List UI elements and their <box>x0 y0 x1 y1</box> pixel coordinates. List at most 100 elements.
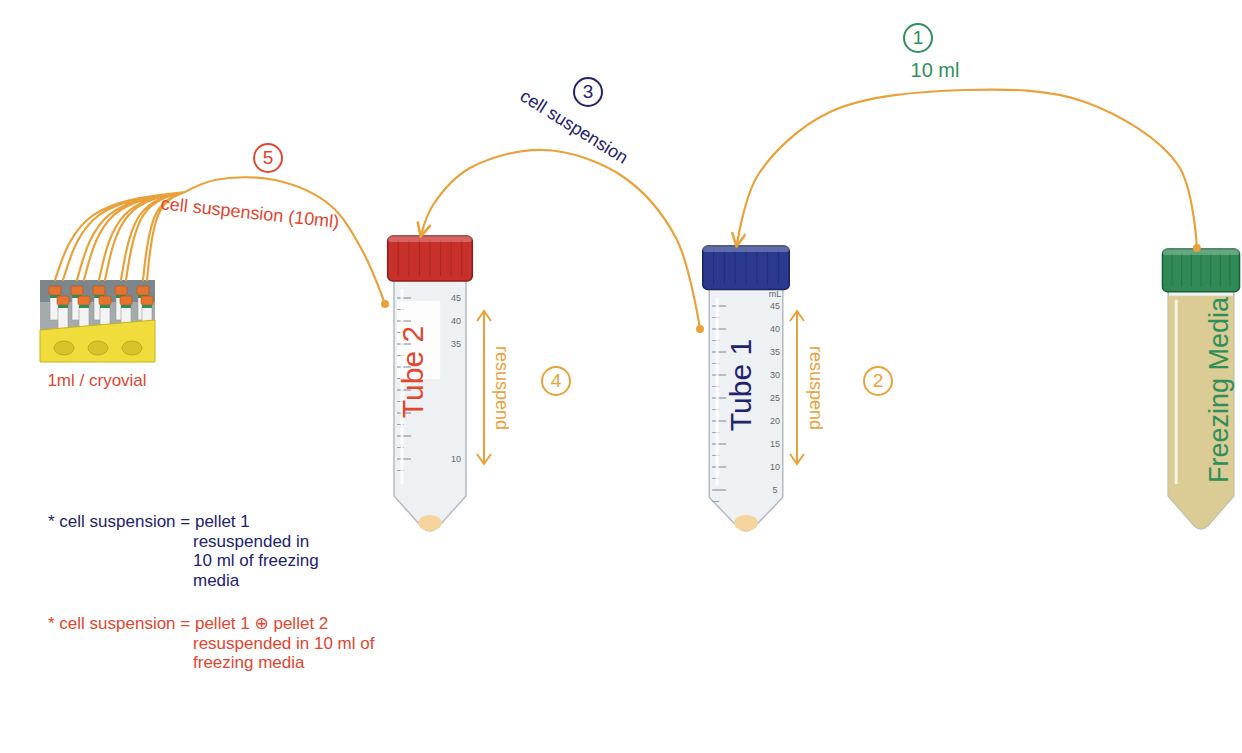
vial-cap <box>93 286 105 295</box>
graduation-number: 30 <box>770 370 780 380</box>
cap-ridge <box>724 250 725 285</box>
rack-body <box>40 320 155 362</box>
transfer-label: cell suspension <box>516 86 631 169</box>
tube-label: Freezing Media <box>1205 297 1235 483</box>
cap-ridge <box>440 240 441 276</box>
tube-cap <box>1162 249 1239 292</box>
graduation-number: 45 <box>770 301 780 311</box>
vial-body <box>58 306 68 330</box>
photo-background <box>40 280 155 362</box>
arrow-head <box>477 454 491 464</box>
graduation-tick <box>712 467 726 468</box>
double-arrow <box>796 312 798 463</box>
volume-label: 10 ml <box>911 59 960 82</box>
callout-number: 1 <box>903 23 933 53</box>
cap-rim <box>703 246 789 252</box>
cap-ridge <box>1181 253 1182 287</box>
vial-cap <box>137 286 149 295</box>
graduation-number: 40 <box>451 316 461 326</box>
graduation-tick <box>397 436 411 437</box>
callout-number: 3 <box>573 77 603 107</box>
graduation-tick <box>712 329 726 330</box>
tube-label: Tube 1 <box>724 339 757 431</box>
cap-ridge <box>1229 253 1230 287</box>
cap-rim <box>1162 249 1239 255</box>
graduation-number: 20 <box>770 416 780 426</box>
vial-cap <box>57 296 69 305</box>
vial-cap <box>78 296 90 305</box>
centrifuge-tube: Tube 2 <box>385 235 475 535</box>
vial-cap <box>99 296 111 305</box>
cap-ridge <box>735 250 736 285</box>
vial-cap <box>115 286 127 295</box>
graduation-number: 35 <box>451 339 461 349</box>
rack-caption: 1ml / cryovial <box>47 372 146 391</box>
cell-pellet <box>418 515 441 531</box>
cap-ridge <box>778 250 779 285</box>
double-arrow <box>483 312 485 463</box>
footnote: * cell suspension = pellet 1 resuspended… <box>48 512 328 590</box>
tube-cap <box>703 246 789 290</box>
rack-hole <box>122 341 142 355</box>
callout-number: 5 <box>253 143 283 173</box>
graduation-tick <box>397 459 411 460</box>
vial-cap <box>141 296 153 305</box>
rack-hole <box>88 341 108 355</box>
vial-band <box>142 305 152 308</box>
transfer-arrow <box>421 150 700 329</box>
cap-ridge <box>746 250 747 285</box>
arrow-head <box>477 311 491 321</box>
footnote: * cell suspension = pellet 1 ⊕ pellet 2 … <box>48 614 383 673</box>
tube-cap <box>388 236 473 281</box>
tube-label: Tube 2 <box>396 326 429 418</box>
tube-shine <box>716 298 719 486</box>
graduation-tick <box>397 321 411 322</box>
callout-number: 4 <box>541 366 571 396</box>
graduation-tick <box>712 490 726 491</box>
graduation-tick <box>712 444 726 445</box>
cap-ridge <box>756 250 757 285</box>
cap-ridge <box>398 240 399 276</box>
graduation-number: 5 <box>772 485 777 495</box>
graduation-number: 45 <box>451 293 461 303</box>
arrow-head <box>790 311 804 321</box>
cap-ridge <box>713 250 714 285</box>
node-shape <box>40 280 155 362</box>
tube-body <box>709 286 783 532</box>
arrow-origin-dot <box>696 325 704 333</box>
cell-pellet <box>734 515 758 531</box>
cap-ridge <box>451 240 452 276</box>
cap-ridge <box>1210 253 1211 287</box>
graduation-number: 10 <box>451 454 461 464</box>
cryovial-rack: 1ml / cryovial <box>40 280 155 362</box>
vial-band <box>58 305 68 308</box>
arrow-head <box>790 454 804 464</box>
media-tube: Freezing Media <box>1160 248 1242 533</box>
cap-ridge <box>408 240 409 276</box>
cap-rim <box>388 236 473 242</box>
callout-number: 2 <box>863 366 893 396</box>
step-label: resuspend <box>806 346 827 430</box>
transfer-label: cell suspension (10ml) <box>160 193 340 232</box>
graduation-number: 15 <box>770 439 780 449</box>
vial-band <box>121 305 131 308</box>
graduation-tick <box>712 501 719 502</box>
arrow-origin-dot <box>381 300 389 308</box>
vial-cap <box>120 296 132 305</box>
vial-band <box>100 305 110 308</box>
vial-cap <box>49 286 61 295</box>
graduation-number: 40 <box>770 324 780 334</box>
cap-ridge <box>767 250 768 285</box>
graduation-number: 35 <box>770 347 780 357</box>
centrifuge-tube: Tube 1 <box>700 245 792 535</box>
tube-body <box>394 277 466 531</box>
cap-ridge <box>461 240 462 276</box>
cap-ridge <box>1220 253 1221 287</box>
vial-band <box>79 305 89 308</box>
cap-ridge <box>419 240 420 276</box>
rack-hole <box>54 341 74 355</box>
graduation-number: mL <box>769 289 782 299</box>
